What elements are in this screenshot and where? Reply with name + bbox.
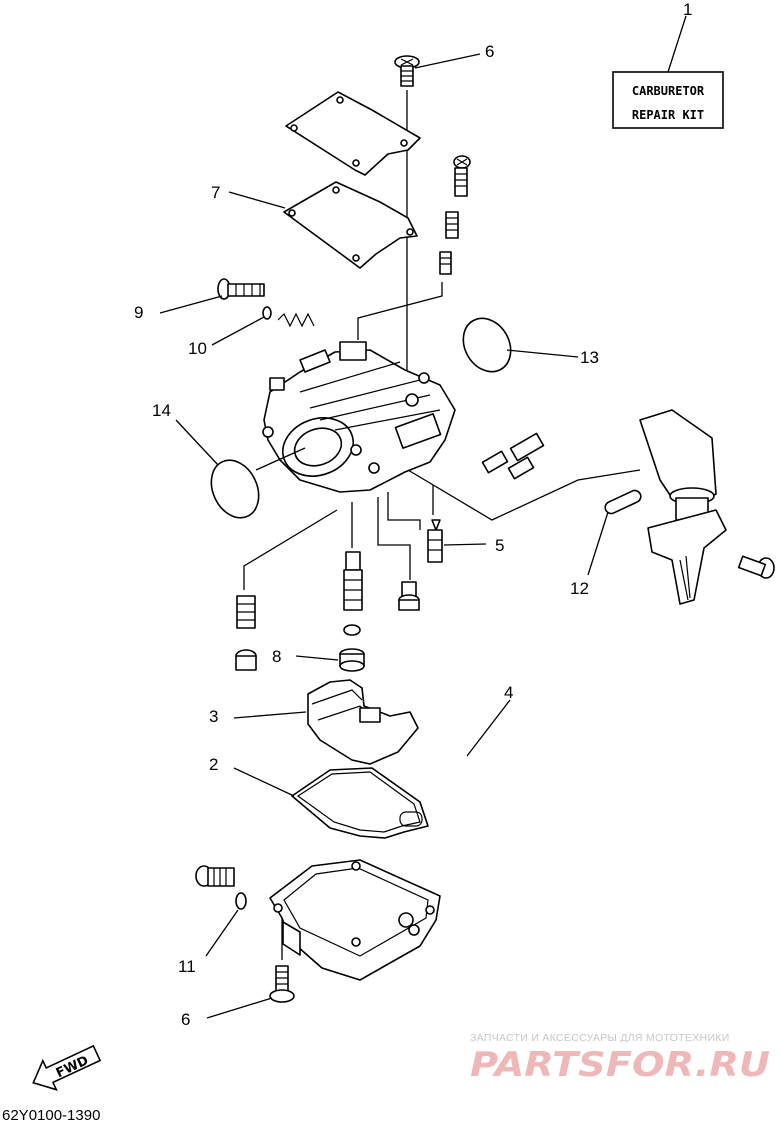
diagram-code: 62Y0100-1390 xyxy=(2,1107,100,1123)
float-part-3 xyxy=(233,679,419,765)
screw-part-9 xyxy=(159,278,265,314)
idle-spring xyxy=(277,312,315,328)
callout-10: 10 xyxy=(188,339,207,358)
plug-part-8 xyxy=(295,648,365,672)
o-ring-part-14 xyxy=(175,419,306,519)
callout-13: 13 xyxy=(580,348,599,367)
float-bowl xyxy=(269,859,441,981)
callout-3: 3 xyxy=(209,707,218,726)
seal-part-12 xyxy=(587,489,642,576)
pilot-screw-springs xyxy=(357,155,471,340)
screw-part-6-bottom xyxy=(206,918,295,1019)
drain-screw xyxy=(195,865,235,887)
carburetor-body xyxy=(262,341,456,493)
callout-2: 2 xyxy=(209,755,218,774)
o-ring-part-13 xyxy=(462,317,579,373)
callout-5: 5 xyxy=(495,536,504,555)
repair-kit-box: CARBURETOR REPAIR KIT xyxy=(612,15,724,129)
callout-12: 12 xyxy=(570,579,589,598)
callout-8: 8 xyxy=(272,647,281,666)
o-ring-part-11 xyxy=(205,892,247,957)
float-bowl-gasket-part-2 xyxy=(233,767,429,839)
callout-11: 11 xyxy=(178,957,196,976)
watermark-tagline: ЗАПЧАСТИ И АКСЕССУАРЫ ДЛЯ МОТОТЕХНИКИ xyxy=(470,1032,730,1044)
callout-1: 1 xyxy=(683,0,692,19)
gasket-part-7 xyxy=(228,181,418,269)
callout-7: 7 xyxy=(211,183,220,202)
main-jet xyxy=(343,551,363,636)
needle-valve-part-5 xyxy=(427,485,487,563)
callout-4: 4 xyxy=(504,683,513,702)
pilot-jet xyxy=(235,595,257,671)
callout-14: 14 xyxy=(152,401,171,420)
o-ring-part-10 xyxy=(211,306,272,346)
callout-6-top: 6 xyxy=(485,42,494,61)
watermark: ЗАПЧАСТИ И АКСЕССУАРЫ ДЛЯ МОТОТЕХНИКИ PA… xyxy=(470,1032,770,1085)
kit-label-line2: REPAIR KIT xyxy=(632,108,704,122)
forward-direction-arrow: FWD xyxy=(32,1044,102,1091)
callout-6-bottom: 6 xyxy=(181,1010,190,1029)
float-pin-part-4 xyxy=(423,699,511,779)
diaphragm-cover-plate xyxy=(285,91,421,176)
callout-9: 9 xyxy=(134,303,143,322)
watermark-logo: PARTSFOR.RU xyxy=(470,1045,770,1085)
kit-label-line1: CARBURETOR xyxy=(632,84,705,98)
choke-solenoid-assembly xyxy=(481,400,775,605)
small-jet xyxy=(398,581,420,611)
